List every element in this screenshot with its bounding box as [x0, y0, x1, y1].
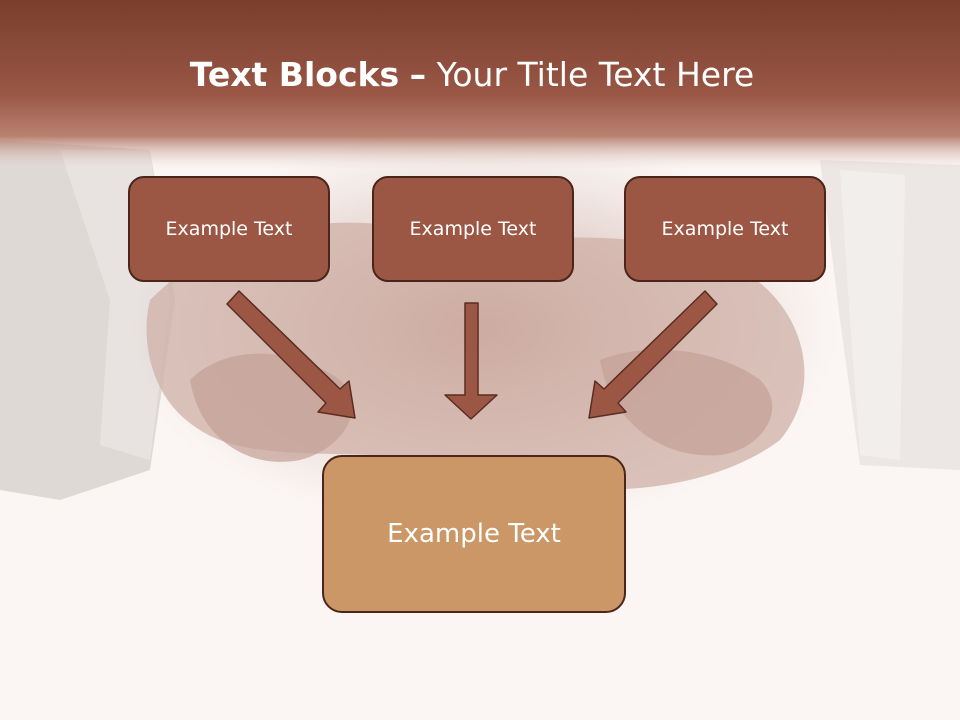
- text-box-bottom-label: Example Text: [387, 519, 561, 549]
- text-box-left-label: Example Text: [165, 218, 293, 240]
- text-box-bottom[interactable]: Example Text: [322, 455, 626, 613]
- text-box-right[interactable]: Example Text: [624, 176, 826, 282]
- arrow-right: [588, 290, 718, 419]
- text-box-center-label: Example Text: [409, 218, 537, 240]
- text-box-right-label: Example Text: [661, 218, 789, 240]
- slide-title: Text Blocks – Your Title Text Here: [0, 52, 944, 98]
- text-box-left[interactable]: Example Text: [128, 176, 330, 282]
- text-box-center[interactable]: Example Text: [372, 176, 574, 282]
- arrow-center: [444, 302, 498, 420]
- title-dash: –: [409, 55, 427, 94]
- title-bold: Text Blocks: [189, 55, 400, 94]
- arrow-left: [226, 290, 356, 419]
- title-rest: Your Title Text Here: [436, 55, 755, 94]
